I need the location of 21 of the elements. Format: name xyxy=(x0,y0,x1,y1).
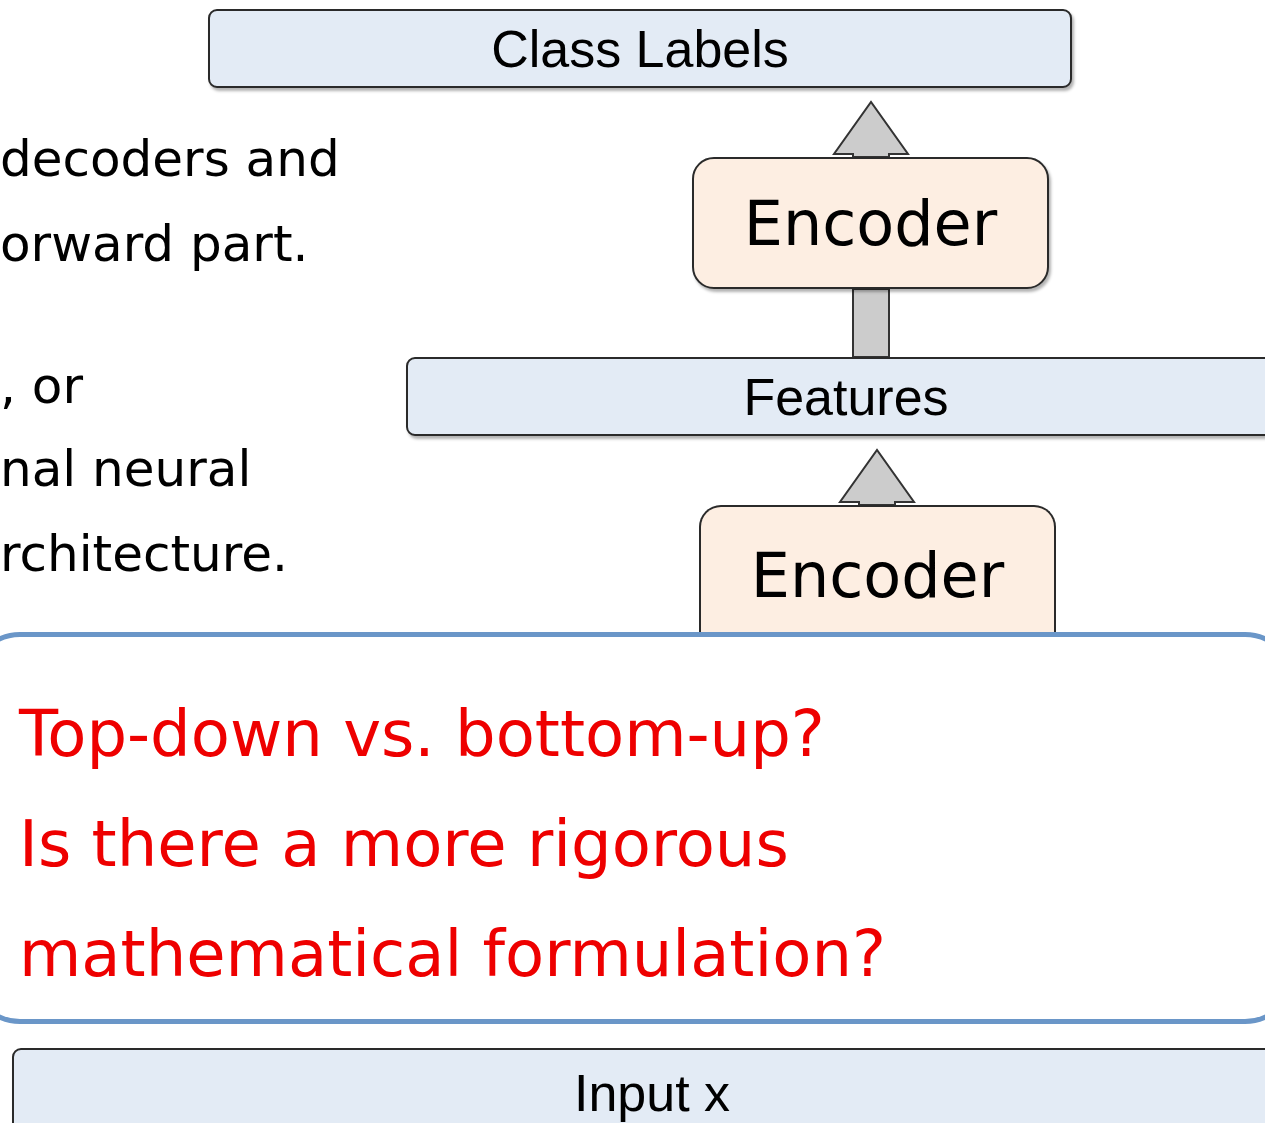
bar-label: Class Labels xyxy=(491,18,789,79)
encoder-box xyxy=(699,505,1056,633)
block-arrow xyxy=(832,100,910,158)
body-text: orward part. xyxy=(0,215,309,273)
box-label: Encoder xyxy=(750,538,1005,612)
layer-bar xyxy=(208,9,1072,88)
body-text: nal neural xyxy=(0,440,252,498)
bar-label: Features xyxy=(743,366,949,427)
layer-bar xyxy=(406,357,1265,436)
layer-bar xyxy=(12,1048,1265,1123)
bar-label: Input x xyxy=(573,1063,731,1123)
encoder-box xyxy=(692,157,1049,289)
body-text: , or xyxy=(0,357,83,415)
question-text: Is there a more rigorous mathematical formulation? xyxy=(19,806,887,993)
callout-box xyxy=(0,632,1265,1024)
body-text: decoders and xyxy=(0,130,340,188)
body-text: rchitecture. xyxy=(0,525,288,583)
block-arrow xyxy=(838,448,916,506)
question-text: Top-down vs. bottom-up? xyxy=(19,696,826,773)
box-label: Encoder xyxy=(743,186,998,260)
block-arrow xyxy=(852,288,890,358)
